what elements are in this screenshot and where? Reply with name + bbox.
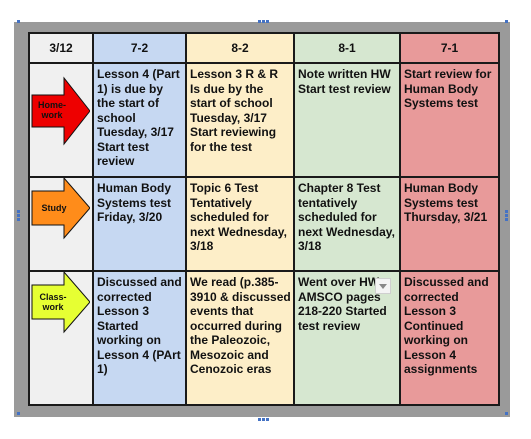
class-header-7-2[interactable]: 7-2 xyxy=(92,32,187,64)
homework-label: Home- work xyxy=(37,100,66,120)
class-header-7-1[interactable]: 7-1 xyxy=(399,32,500,64)
header-row: 3/12 7-2 8-2 8-1 7-1 xyxy=(28,32,500,64)
study-cell-8-1[interactable]: Chapter 8 Test tentatively scheduled for… xyxy=(293,176,401,272)
classwork-label: Class- work xyxy=(39,292,67,312)
homework-row: Home- work Lesson 4 (Part 1) is due by t… xyxy=(28,62,500,178)
resize-handle-top-left[interactable] xyxy=(17,20,20,23)
chevron-down-icon[interactable] xyxy=(375,278,391,294)
homework-arrow-icon xyxy=(31,76,90,146)
resize-handle-right-c[interactable] xyxy=(505,218,508,221)
resize-handle-top-c[interactable] xyxy=(266,20,269,23)
resize-handle-left[interactable] xyxy=(17,210,20,213)
resize-handle-bottom-right[interactable] xyxy=(505,412,508,415)
study-cell-7-2[interactable]: Human Body Systems test Friday, 3/20 xyxy=(92,176,187,272)
resize-handle-bottom-left[interactable] xyxy=(17,412,20,415)
arrow-shape xyxy=(31,273,90,334)
homework-label-cell[interactable]: Home- work xyxy=(28,62,94,178)
study-arrow-icon xyxy=(31,179,90,240)
resize-handle-top[interactable] xyxy=(258,20,261,23)
classwork-row: Class- work Discussed and corrected Less… xyxy=(28,270,500,406)
date-header-cell[interactable]: 3/12 xyxy=(28,32,94,64)
homework-cell-7-2[interactable]: Lesson 4 (Part 1) is due by the start of… xyxy=(92,62,187,178)
study-label: Study xyxy=(41,203,67,213)
classwork-label-cell[interactable]: Class- work xyxy=(28,270,94,406)
resize-handle-right[interactable] xyxy=(505,210,508,213)
table-canvas: 3/12 7-2 8-2 8-1 7-1 Home- work Lesson 4… xyxy=(14,22,510,417)
resize-handle-top-right[interactable] xyxy=(505,20,508,23)
class-header-8-1[interactable]: 8-1 xyxy=(293,32,401,64)
arrow-shape xyxy=(31,179,90,240)
resize-handle-left-c[interactable] xyxy=(17,218,20,221)
resize-handle-top-b[interactable] xyxy=(262,20,265,23)
study-row: Study Human Body Systems test Friday, 3/… xyxy=(28,176,500,272)
homework-cell-7-1[interactable]: Start review for Human Body Systems test xyxy=(399,62,500,178)
resize-handle-left-b[interactable] xyxy=(17,214,20,217)
resize-handle-bottom-b[interactable] xyxy=(262,418,265,421)
class-header-8-2[interactable]: 8-2 xyxy=(185,32,295,64)
study-label-cell[interactable]: Study xyxy=(28,176,94,272)
study-cell-7-1[interactable]: Human Body Systems test Thursday, 3/21 xyxy=(399,176,500,272)
homework-schedule-table: 3/12 7-2 8-2 8-1 7-1 Home- work Lesson 4… xyxy=(28,32,500,406)
homework-cell-8-2[interactable]: Lesson 3 R & R Is due by the start of sc… xyxy=(185,62,295,178)
classwork-cell-7-2[interactable]: Discussed and corrected Lesson 3 Started… xyxy=(92,270,187,406)
study-cell-8-2[interactable]: Topic 6 Test Tentatively scheduled for n… xyxy=(185,176,295,272)
homework-cell-8-1[interactable]: Note written HW Start test review xyxy=(293,62,401,178)
classwork-arrow-icon xyxy=(31,273,90,334)
embedded-table-frame[interactable]: 3/12 7-2 8-2 8-1 7-1 Home- work Lesson 4… xyxy=(14,22,510,417)
resize-handle-bottom-c[interactable] xyxy=(266,418,269,421)
resize-handle-right-b[interactable] xyxy=(505,214,508,217)
resize-handle-bottom[interactable] xyxy=(258,418,261,421)
classwork-cell-8-2[interactable]: We read (p.385-3910 & discussed events t… xyxy=(185,270,295,406)
classwork-cell-7-1[interactable]: Discussed and corrected Lesson 3 Continu… xyxy=(399,270,500,406)
arrow-shape xyxy=(31,76,90,146)
